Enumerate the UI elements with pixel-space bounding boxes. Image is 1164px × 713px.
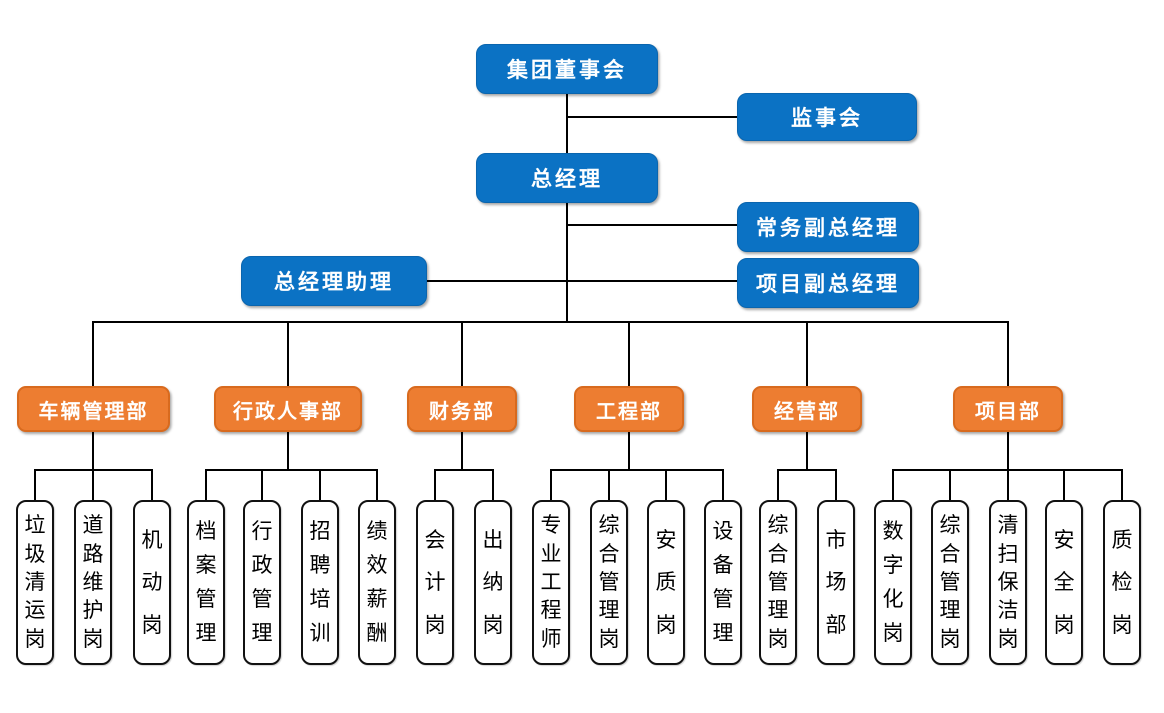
- connector-line: [319, 471, 321, 500]
- node-post-performance-compensation: 绩效薪酬: [358, 500, 396, 665]
- node-project-deputy-gm: 项目副总经理: [737, 258, 919, 308]
- node-post-recruitment-training: 招聘培训: [301, 500, 339, 665]
- node-post-digitalization: 数字化岗: [874, 500, 912, 665]
- connector-line: [434, 469, 494, 471]
- node-dept-operations: 经营部: [752, 386, 862, 432]
- connector-line: [628, 432, 630, 471]
- connector-line: [806, 323, 808, 386]
- connector-line: [287, 323, 289, 386]
- connector-line: [434, 471, 436, 500]
- connector-line: [427, 280, 737, 282]
- node-post-cashier: 出纳岗: [474, 500, 512, 665]
- connector-line: [892, 469, 1123, 471]
- node-post-market-dept: 市场部: [817, 500, 855, 665]
- node-supervisory-board: 监事会: [737, 93, 917, 141]
- connector-line: [1063, 471, 1065, 500]
- connector-line: [566, 94, 568, 153]
- connector-line: [777, 471, 779, 500]
- connector-line: [92, 323, 94, 386]
- node-dept-finance: 财务部: [407, 386, 517, 432]
- node-post-general-management-ops: 综合管理岗: [759, 500, 797, 665]
- connector-line: [567, 116, 737, 118]
- connector-line: [806, 432, 808, 471]
- node-post-professional-engineer: 专业工程师: [532, 500, 570, 665]
- connector-line: [205, 471, 207, 500]
- connector-line: [1007, 432, 1009, 471]
- node-post-general-management-eng: 综合管理岗: [590, 500, 628, 665]
- node-group-board: 集团董事会: [476, 44, 658, 94]
- node-post-safety-quality: 安质岗: [647, 500, 685, 665]
- node-post-equipment-management: 设备管理: [704, 500, 742, 665]
- node-dept-vehicle-management: 车辆管理部: [17, 386, 170, 432]
- node-post-general-management-proj: 综合管理岗: [931, 500, 969, 665]
- node-executive-deputy-gm: 常务副总经理: [737, 202, 919, 252]
- node-post-garbage-collection: 垃圾清运岗: [16, 500, 54, 665]
- node-dept-admin-hr: 行政人事部: [214, 386, 362, 432]
- connector-line: [722, 471, 724, 500]
- connector-line: [34, 471, 36, 500]
- node-general-manager: 总经理: [476, 153, 658, 203]
- connector-line: [287, 432, 289, 471]
- node-post-archives-management: 档案管理: [187, 500, 225, 665]
- connector-line: [1007, 323, 1009, 386]
- connector-line: [92, 432, 94, 471]
- connector-line: [835, 471, 837, 500]
- node-post-admin-management: 行政管理: [243, 500, 281, 665]
- connector-line: [34, 469, 153, 471]
- node-post-cleaning: 清扫保洁岗: [989, 500, 1027, 665]
- connector-line: [608, 471, 610, 500]
- connector-line: [92, 471, 94, 500]
- connector-line: [461, 323, 463, 386]
- connector-line: [492, 471, 494, 500]
- node-gm-assistant: 总经理助理: [241, 256, 427, 306]
- connector-line: [261, 471, 263, 500]
- connector-line: [665, 471, 667, 500]
- connector-line: [567, 224, 737, 226]
- node-post-quality-inspection: 质检岗: [1103, 500, 1141, 665]
- node-post-safety: 安全岗: [1045, 500, 1083, 665]
- connector-line: [777, 469, 837, 471]
- connector-line: [1007, 471, 1009, 500]
- node-post-mobile: 机动岗: [133, 500, 171, 665]
- connector-line: [205, 469, 378, 471]
- node-dept-project: 项目部: [953, 386, 1063, 432]
- connector-line: [628, 323, 630, 386]
- connector-line: [1121, 471, 1123, 500]
- connector-line: [376, 471, 378, 500]
- node-dept-engineering: 工程部: [574, 386, 684, 432]
- connector-line: [151, 471, 153, 500]
- connector-line: [461, 432, 463, 471]
- connector-line: [892, 471, 894, 500]
- connector-line: [550, 469, 724, 471]
- node-post-accountant: 会计岗: [416, 500, 454, 665]
- connector-line: [949, 471, 951, 500]
- connector-line: [92, 321, 1009, 323]
- connector-line: [566, 203, 568, 323]
- connector-line: [550, 471, 552, 500]
- node-post-road-maintenance: 道路维护岗: [74, 500, 112, 665]
